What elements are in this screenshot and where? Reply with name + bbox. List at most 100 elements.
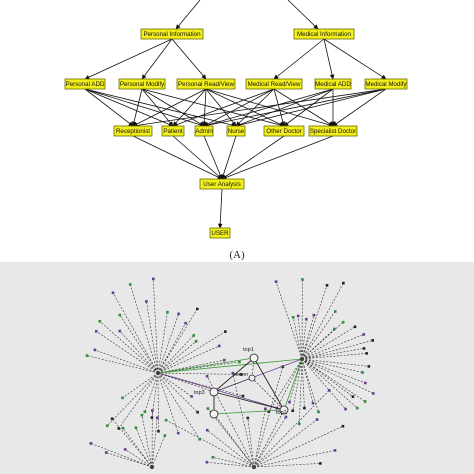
node-label: Personal Read/View — [178, 81, 234, 88]
graph-edge — [131, 88, 143, 127]
leaf-node — [157, 429, 160, 433]
leaf-node — [93, 348, 97, 352]
leaf-node — [196, 410, 199, 414]
graph-edge — [273, 88, 334, 127]
leaf-node — [317, 410, 320, 414]
network-edge — [301, 358, 319, 413]
leaf-node — [333, 310, 337, 313]
network-edge — [301, 358, 354, 397]
network-edge — [157, 372, 179, 434]
graph-edge — [203, 88, 334, 128]
leaf-node — [217, 344, 221, 348]
network-edge — [253, 408, 266, 468]
leaf-node — [85, 354, 89, 357]
leaf-node — [164, 418, 168, 422]
graph-edge — [235, 88, 387, 128]
leaf-node — [333, 327, 336, 331]
leaf-node — [362, 347, 366, 350]
leaf-node — [333, 449, 337, 452]
network-edge — [301, 358, 369, 367]
leaf-node — [195, 307, 199, 311]
router-node — [248, 374, 256, 382]
node-medical-modify: Medical Modify — [364, 78, 408, 90]
node-box — [194, 125, 214, 137]
graph-edge — [84, 88, 205, 128]
network-edge — [301, 285, 328, 360]
node-box — [226, 125, 246, 137]
network-edge — [106, 372, 159, 426]
network-edge — [206, 461, 255, 468]
leaf-node — [104, 451, 108, 454]
node-box — [209, 227, 231, 239]
panel-caption: (A) — [229, 249, 245, 261]
leaf-node — [206, 407, 210, 410]
leaf-node — [123, 448, 127, 451]
node-label: Admin — [195, 128, 213, 135]
network-edge — [253, 425, 344, 468]
router-node — [279, 405, 289, 415]
graph-edge — [323, 38, 387, 80]
leaf-node — [327, 389, 331, 392]
network-edge — [157, 372, 242, 375]
graph-edge — [203, 88, 387, 128]
node-label: Medical Read/View — [248, 81, 301, 88]
node-label: Medical ADD — [315, 81, 351, 88]
leaf-node — [110, 417, 114, 421]
graph-edges — [84, 0, 387, 229]
network-edge — [253, 390, 330, 468]
leaf-node — [304, 317, 308, 321]
leaf-node — [291, 316, 295, 319]
hub-node — [149, 464, 155, 470]
node-label: Personal Modify — [120, 81, 165, 88]
node-label: Patient — [163, 128, 183, 135]
node-box — [199, 178, 245, 190]
node-label: Medical Information — [297, 31, 352, 38]
leaf-node — [205, 460, 209, 464]
network-edge — [157, 345, 220, 374]
node-other-doctor: Other Doctor — [263, 125, 305, 137]
network-edge — [301, 282, 344, 360]
node-label: Personal ADD — [66, 81, 105, 88]
network-edge — [112, 292, 159, 374]
network-edge — [253, 450, 336, 468]
leaf-node — [211, 455, 215, 459]
network-edge — [251, 377, 285, 411]
network-edge — [111, 418, 153, 468]
graph-edge — [273, 38, 325, 80]
network-edge — [157, 372, 200, 440]
network-edge — [301, 321, 344, 360]
leaf-node — [341, 424, 345, 428]
leaf-node — [205, 428, 209, 432]
leaf-node — [353, 325, 357, 329]
leaf-node — [166, 310, 169, 314]
network-edge — [119, 314, 159, 374]
network-edge — [146, 301, 159, 374]
leaf-node — [231, 371, 235, 375]
leaf-node — [240, 373, 243, 376]
node-label-top1: top1 — [243, 347, 254, 353]
graph-edge — [203, 135, 223, 180]
leaf-node — [264, 407, 267, 411]
leaf-node — [284, 415, 288, 419]
leaf-node — [238, 360, 241, 364]
network-edge — [301, 340, 373, 360]
leaf-node — [150, 416, 154, 419]
graph-edge — [84, 88, 134, 127]
network-edge — [253, 416, 287, 468]
graph-edge — [205, 88, 285, 127]
router-node — [249, 353, 259, 363]
network-edge — [301, 358, 358, 409]
leaf-node — [241, 394, 245, 398]
leaf-node — [365, 352, 368, 355]
hub-node — [251, 464, 257, 470]
network-edge — [118, 372, 159, 429]
graph-edge — [132, 88, 207, 127]
network-edge — [90, 443, 153, 468]
leaf-node — [341, 320, 345, 324]
network-edge — [298, 358, 303, 424]
network-edge — [253, 409, 285, 468]
graph-edge — [221, 135, 237, 180]
network-edge — [292, 358, 303, 411]
graph-edge — [132, 88, 387, 128]
